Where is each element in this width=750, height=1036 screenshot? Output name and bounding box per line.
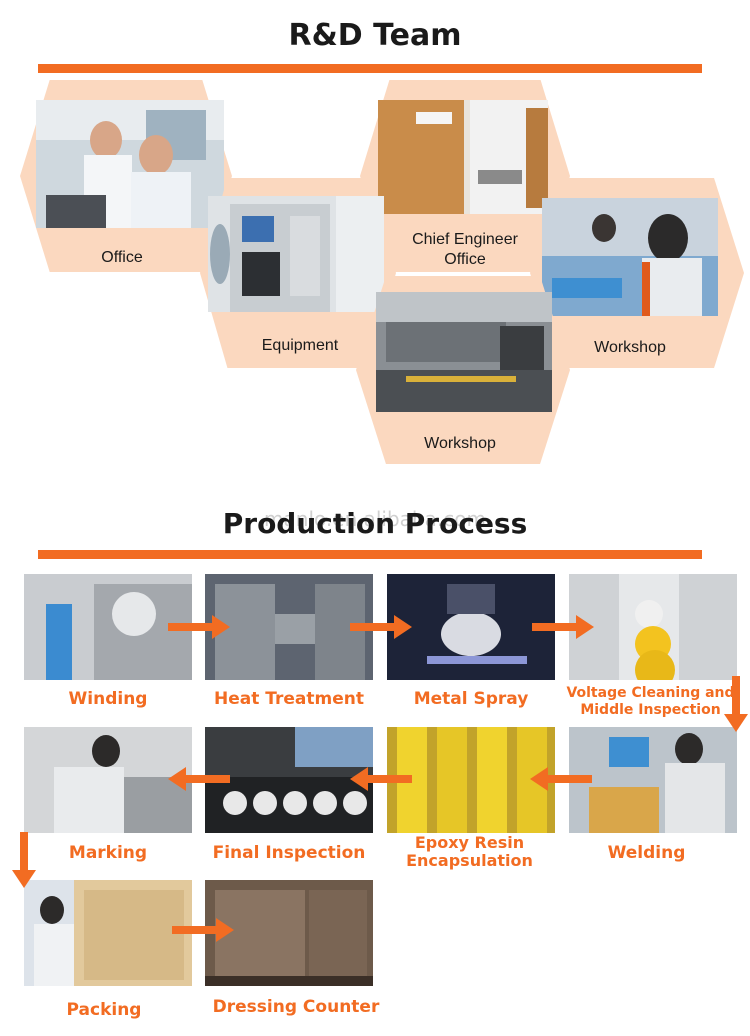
welding-photo	[569, 727, 737, 833]
dressing-counter-photo	[205, 880, 373, 986]
final-inspection-label: Final Inspection	[212, 843, 366, 863]
equipment-photo	[208, 196, 384, 312]
heat-treatment-photo	[205, 574, 373, 680]
voltage-cleaning-label: Voltage Cleaning and Middle Inspection	[566, 685, 735, 718]
arrow-down-icon	[724, 676, 748, 732]
rnd-title: R&D Team	[288, 18, 462, 53]
arrow-left-icon	[168, 767, 230, 791]
heat-treatment-label: Heat Treatment	[214, 689, 364, 709]
arrow-right-icon	[172, 918, 234, 942]
arrow-down-icon	[12, 832, 36, 888]
arrow-left-icon	[530, 767, 592, 791]
winding-photo	[24, 574, 192, 680]
arrow-right-icon	[350, 615, 412, 639]
arrow-right-icon	[168, 615, 230, 639]
metal-spray-photo	[387, 574, 555, 680]
packing-label: Packing	[66, 1000, 142, 1020]
packing-photo	[24, 880, 192, 986]
marking-photo	[24, 727, 192, 833]
workshop-caption-2: Workshop	[424, 435, 496, 452]
dressing-counter-label: Dressing Counter	[212, 997, 380, 1017]
workshop-caption-1: Workshop	[594, 339, 666, 356]
production-title: Production Process	[222, 507, 528, 540]
watermark: manlo.en.alibaba.com	[264, 507, 486, 531]
welding-label: Welding	[607, 843, 686, 863]
chief-engineer-office-caption: Chief Engineer Office	[412, 231, 518, 268]
marking-label: Marking	[68, 843, 148, 863]
epoxy-resin-label: Epoxy Resin Encapsulation	[406, 833, 533, 870]
equipment-caption: Equipment	[261, 337, 339, 354]
arrow-left-icon	[350, 767, 412, 791]
office-photo	[36, 100, 224, 228]
chief-engineer-office-photo	[378, 100, 548, 214]
metal-spray-label: Metal Spray	[413, 689, 529, 709]
production-divider	[38, 550, 702, 559]
workshop-photo-2	[376, 292, 552, 412]
workshop-photo-1	[542, 198, 718, 316]
voltage-cleaning-photo	[569, 574, 737, 680]
office-caption: Office	[101, 249, 143, 266]
rnd-divider	[38, 64, 702, 73]
winding-label: Winding	[68, 689, 148, 709]
arrow-right-icon	[532, 615, 594, 639]
final-inspection-photo	[205, 727, 373, 833]
